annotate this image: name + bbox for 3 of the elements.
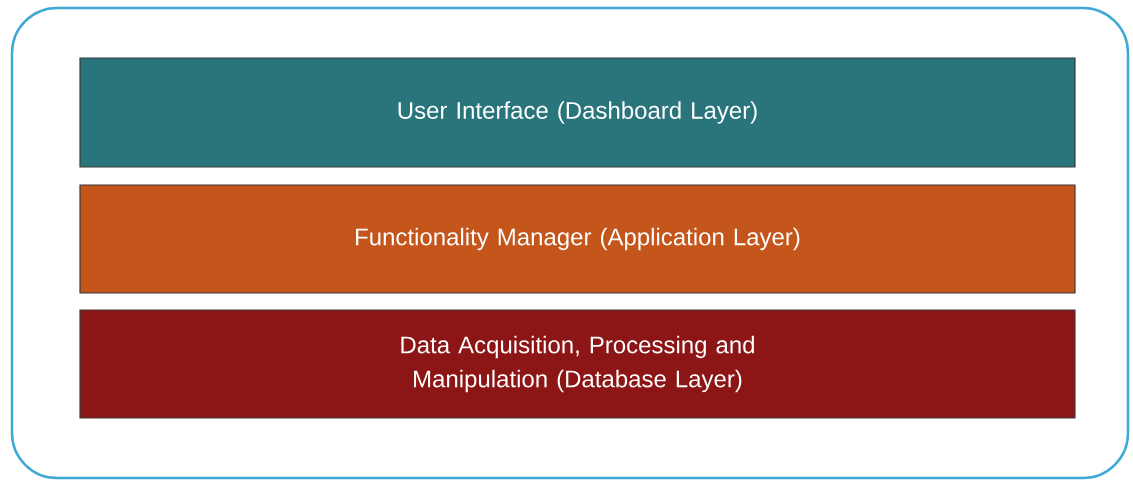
- layer-band: User Interface (Dashboard Layer): [79, 57, 1076, 168]
- layer-band: Functionality Manager (Application Layer): [79, 184, 1076, 294]
- layer-band: Data Acquisition, Processing and Manipulation (Database Layer): [79, 309, 1076, 419]
